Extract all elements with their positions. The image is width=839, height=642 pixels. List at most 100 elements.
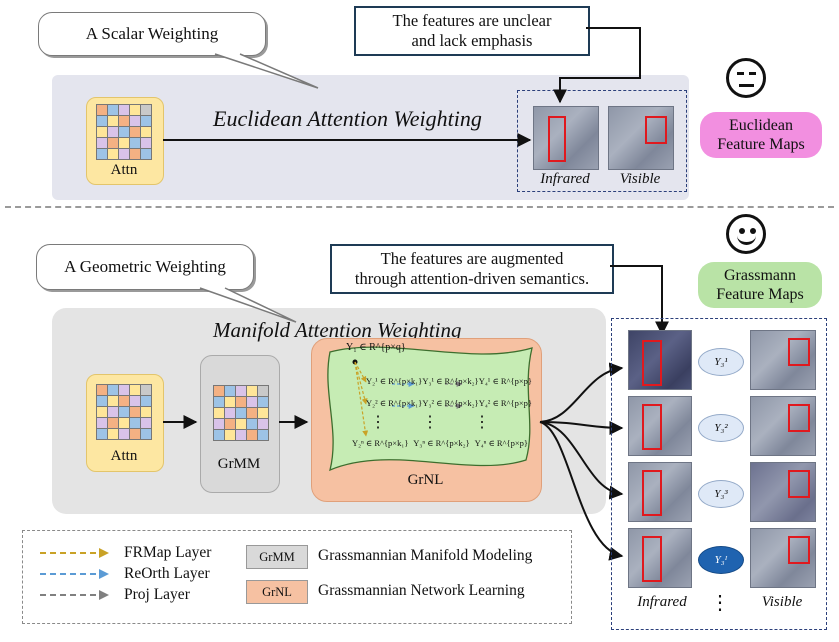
matrix-cell <box>130 149 140 159</box>
legend-grmm-chip: GrMM <box>246 545 308 569</box>
matrix-cell <box>141 127 151 137</box>
matrix-cell <box>130 429 140 439</box>
matrix-cell <box>119 149 129 159</box>
visible-map-2 <box>750 396 816 456</box>
matrix-cell <box>130 418 140 428</box>
y3-bubble-1: Y₃¹ <box>698 348 744 376</box>
matrix-cell <box>141 149 151 159</box>
manifold-y2-n: Y₂ⁿ ∈ R^{p×k₁} <box>352 438 409 448</box>
y3-bubble-3: Y₃³ <box>698 480 744 508</box>
grmm-matrix <box>213 385 269 441</box>
matrix-cell <box>141 396 151 406</box>
legend-grnl-chip: GrNL <box>246 580 308 604</box>
matrix-cell <box>119 396 129 406</box>
matrix-cell <box>119 385 129 395</box>
matrix-cell <box>130 385 140 395</box>
matrix-cell <box>225 408 235 418</box>
manifold-y3-2: Y₃² ∈ R^{p×k₂} <box>422 398 479 408</box>
matrix-cell <box>119 127 129 137</box>
y3-bubble-4: Y₃ᴵ <box>698 546 744 574</box>
matrix-cell <box>97 116 107 126</box>
matrix-cell <box>258 430 268 440</box>
matrix-cell <box>130 105 140 115</box>
legend-frmap-label: FRMap Layer <box>124 544 212 561</box>
unclear-note-arrow <box>553 27 641 104</box>
matrix-cell <box>97 138 107 148</box>
matrix-cell <box>97 127 107 137</box>
manifold-y3-n: Y₃ⁿ ∈ R^{p×k₂} <box>413 438 470 448</box>
scalar-weighting-callout: A Scalar Weighting <box>38 12 266 56</box>
grmm-label: GrMM <box>217 456 261 472</box>
matrix-cell <box>108 138 118 148</box>
manifold-y2-2: Y₂² ∈ R^{p×k₁} <box>366 398 423 408</box>
matrix-cell <box>258 397 268 407</box>
matrix-cell <box>214 408 224 418</box>
visible-highlight-4 <box>788 536 810 564</box>
neutral-face-icon <box>726 58 766 98</box>
matrix-cell <box>141 385 151 395</box>
matrix-cell <box>130 127 140 137</box>
matrix-cell <box>130 116 140 126</box>
manifold-y4-n: Y₄ⁿ ∈ R^{p×p} <box>474 438 528 448</box>
augmented-features-note: The features are augmented through atten… <box>330 244 614 294</box>
y3-bubble-2: Y₃² <box>698 414 744 442</box>
matrix-cell <box>236 386 246 396</box>
geometric-weighting-callout: A Geometric Weighting <box>36 244 254 290</box>
fanout-arrow-3 <box>539 421 624 500</box>
matrix-cell <box>225 397 235 407</box>
manifold-y4-1: Y₄¹ ∈ R^{p×p} <box>478 376 532 386</box>
frmap-arrow-3 <box>354 361 369 437</box>
matrix-cell <box>225 386 235 396</box>
matrix-cell <box>108 396 118 406</box>
rows-continue-dots: ⋮ <box>710 592 730 614</box>
smiling-face-icon <box>726 214 766 254</box>
matrix-cell <box>141 418 151 428</box>
frmap-arrow-2 <box>354 361 368 405</box>
visible-highlight-top <box>645 116 667 144</box>
infrared-highlight-4 <box>642 536 662 582</box>
geometric-weighting-text: A Geometric Weighting <box>64 257 226 276</box>
matrix-cell <box>97 105 107 115</box>
attn-matrix-top <box>96 104 152 160</box>
matrix-cell <box>119 116 129 126</box>
matrix-cell <box>247 419 257 429</box>
legend-proj-label: Proj Layer <box>124 586 190 603</box>
matrix-cell <box>130 396 140 406</box>
matrix-cell <box>97 396 107 406</box>
visible-map-3 <box>750 462 816 522</box>
manifold-y3-1: Y₃¹ ∈ R^{p×k₂} <box>422 376 479 386</box>
legend-grnl-text: Grassmannian Network Learning <box>318 582 525 599</box>
attn-label-top: Attn <box>110 162 138 178</box>
manifold-dots: ⋮ ⋮ ⋮ <box>370 412 490 432</box>
grassmann-feature-maps-tag: Grassmann Feature Maps <box>698 262 822 308</box>
euclidean-title: Euclidean Attention Weighting <box>213 106 482 131</box>
matrix-cell <box>214 397 224 407</box>
matrix-cell <box>97 429 107 439</box>
grnl-label: GrNL <box>407 472 444 488</box>
visible-highlight-3 <box>788 470 810 498</box>
matrix-cell <box>108 105 118 115</box>
matrix-cell <box>225 430 235 440</box>
attn-matrix-bottom <box>96 384 152 440</box>
visible-label-top: Visible <box>619 171 661 187</box>
matrix-cell <box>119 105 129 115</box>
matrix-cell <box>130 407 140 417</box>
fanout-arrow-2 <box>539 420 624 435</box>
legend-box <box>22 530 572 624</box>
euclidean-feature-maps-tag: Euclidean Feature Maps <box>700 112 822 158</box>
infrared-highlight-top <box>548 116 566 162</box>
manifold-row-2: Y₂² ∈ R^{p×k₁} Y₃² ∈ R^{p×k₂} Y₄² ∈ R^{p… <box>366 398 532 409</box>
matrix-cell <box>247 397 257 407</box>
matrix-cell <box>108 429 118 439</box>
matrix-cell <box>97 418 107 428</box>
matrix-cell <box>141 429 151 439</box>
matrix-cell <box>258 386 268 396</box>
matrix-cell <box>225 419 235 429</box>
matrix-cell <box>119 418 129 428</box>
matrix-cell <box>258 419 268 429</box>
matrix-cell <box>130 138 140 148</box>
matrix-cell <box>119 407 129 417</box>
attn-label-bottom: Attn <box>110 448 138 464</box>
unclear-features-note: The features are unclear and lack emphas… <box>354 6 590 56</box>
